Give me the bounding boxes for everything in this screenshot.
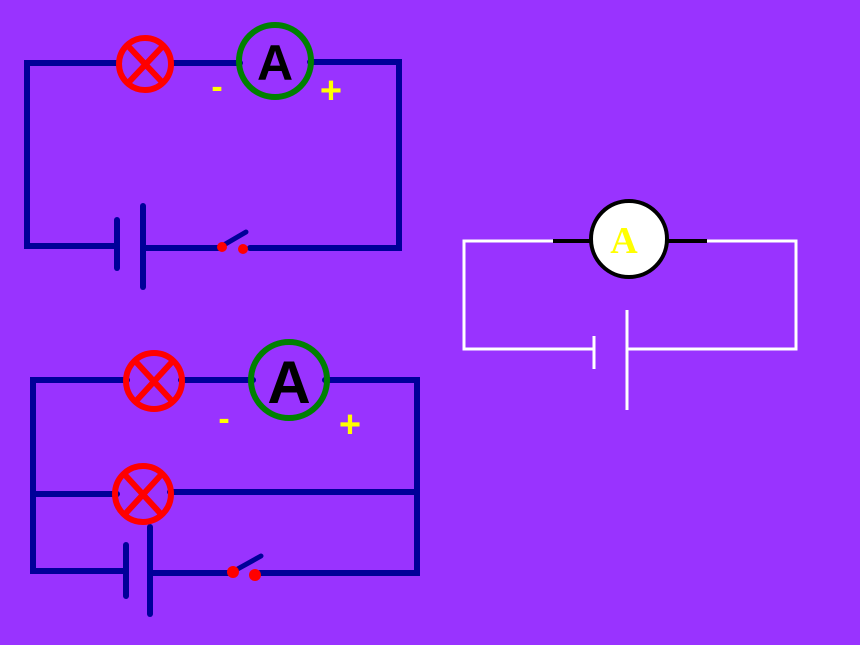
bottom-switch-icon[interactable] bbox=[227, 553, 264, 581]
right-circuit-wire-right bbox=[627, 239, 798, 351]
top-switch-icon[interactable] bbox=[217, 229, 249, 254]
top-negative-terminal-label: - bbox=[211, 68, 222, 106]
top-positive-terminal-label: + bbox=[320, 70, 342, 112]
top-circuit-wire bbox=[24, 60, 121, 249]
bottom-circuit-wire-meter-to-right bbox=[257, 377, 420, 576]
bottom-lamp-1-icon[interactable] bbox=[123, 350, 185, 412]
bottom-ammeter-label: A bbox=[267, 349, 310, 416]
bottom-positive-terminal-label: + bbox=[339, 404, 361, 446]
bottom-ammeter-icon[interactable]: A bbox=[248, 339, 330, 421]
right-ammeter-label: A bbox=[610, 220, 638, 262]
bottom-negative-terminal-label: - bbox=[218, 400, 229, 438]
bottom-battery-icon bbox=[123, 524, 153, 617]
right-short-circuit: A bbox=[462, 199, 798, 410]
top-ammeter-label: A bbox=[257, 35, 293, 91]
bottom-circuit-top-branch-wire bbox=[30, 377, 130, 574]
right-circuit-wire-left bbox=[462, 239, 594, 351]
bottom-lamp-2-icon[interactable] bbox=[112, 463, 174, 525]
top-series-circuit: A - + bbox=[24, 22, 402, 290]
right-battery-icon bbox=[592, 310, 629, 410]
top-circuit-wire-meter-to-right bbox=[247, 59, 402, 251]
right-ammeter-icon[interactable]: A bbox=[589, 199, 669, 279]
bottom-parallel-circuit: A - + bbox=[30, 339, 420, 617]
top-ammeter-icon[interactable]: A bbox=[236, 22, 314, 100]
top-battery-icon bbox=[114, 203, 146, 290]
top-lamp-icon[interactable] bbox=[116, 35, 174, 93]
